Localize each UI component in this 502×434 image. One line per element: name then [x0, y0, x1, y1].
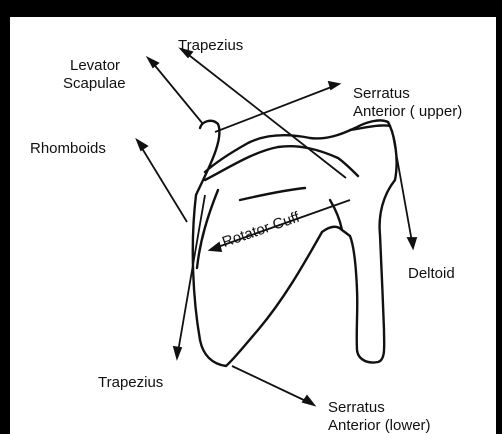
label-serratus-upper-line2: Anterior ( upper): [353, 103, 462, 120]
label-serratus-lower-line2: Anterior (lower): [328, 417, 431, 434]
label-deltoid: Deltoid: [408, 265, 455, 282]
label-levator-line1: Levator: [70, 57, 120, 74]
label-trapezius-top: Trapezius: [178, 37, 243, 54]
label-serratus-lower-line1: Serratus: [328, 399, 385, 416]
spine-ridge: [205, 146, 358, 180]
medial-border: [197, 190, 218, 268]
label-trapezius-bottom: Trapezius: [98, 374, 163, 391]
label-serratus-upper-line1: Serratus: [353, 85, 410, 102]
diagram-frame: Levator Scapulae Trapezius Serratus Ante…: [10, 17, 496, 434]
lateral-border: [240, 188, 305, 200]
label-levator-line2: Scapulae: [63, 75, 126, 92]
label-rhomboids: Rhomboids: [30, 140, 106, 157]
